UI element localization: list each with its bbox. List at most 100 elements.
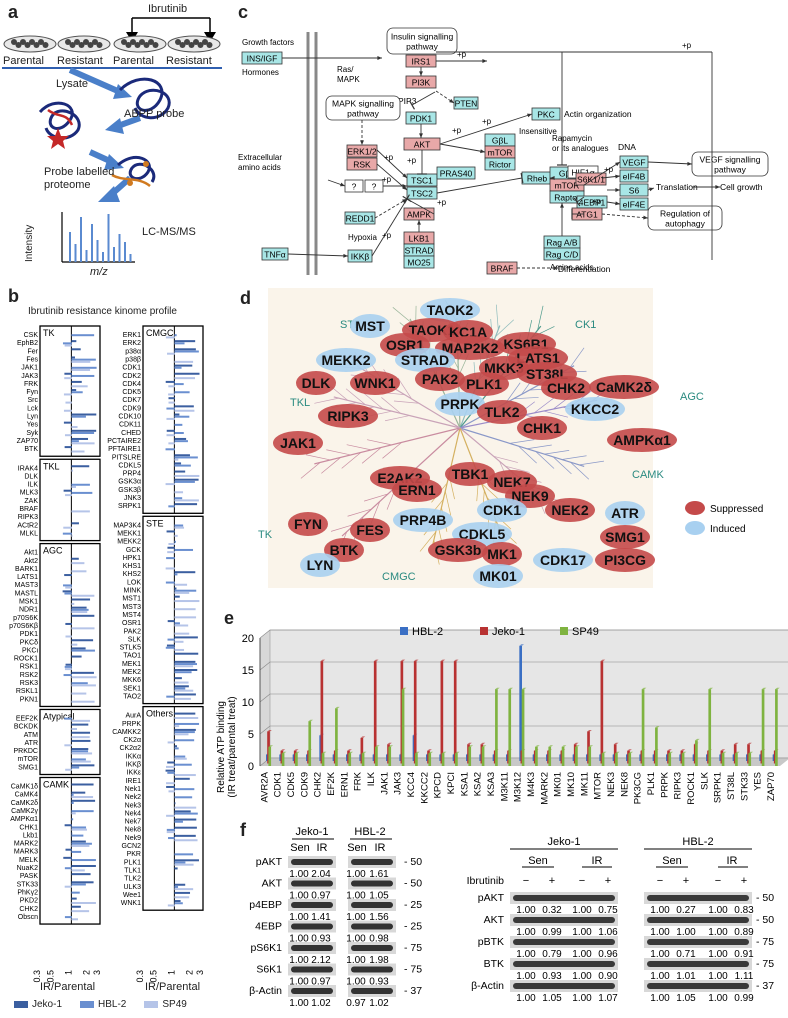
kinase-node xyxy=(605,501,645,525)
kinase-ratio-bar xyxy=(174,583,188,586)
kinase-label: PKD2 xyxy=(20,898,38,905)
kinase-node-label: JAK1 xyxy=(280,435,316,451)
blot-band xyxy=(291,966,333,973)
panel-a-diagram xyxy=(2,17,222,263)
kinome-tree: STECK1TKLAGCCAMKTKCMGCTAOK2MSTTAOK1KC1AK… xyxy=(258,288,763,588)
e-legend-label: SP49 xyxy=(572,626,599,638)
kinase-node-label: PRP4B xyxy=(400,512,447,528)
tree-branch xyxy=(459,427,585,467)
kinase-ratio-bar xyxy=(71,608,89,611)
f-right-quant: 0.71 xyxy=(676,949,696,960)
node-pras40 xyxy=(436,166,476,180)
kinase-label: CaMK2γ xyxy=(11,808,38,815)
kinase-ratio-bar xyxy=(174,491,184,494)
kinase-label: PITSLRE xyxy=(112,454,142,461)
kinase-ratio-bar xyxy=(174,820,183,823)
kinase-ratio-bar xyxy=(71,812,76,815)
node-q1-text: ? xyxy=(352,182,357,192)
kinase-label: AMPKα1 xyxy=(10,816,38,823)
kinase-ratio-bar xyxy=(71,728,78,730)
kinase-ratio-bar xyxy=(62,532,72,535)
dish-label-3: Parental xyxy=(113,55,154,67)
f-right-quant: 0.75 xyxy=(598,905,618,916)
extracellular-aa-label: amino acids xyxy=(238,163,281,172)
kinase-ratio-bar xyxy=(166,814,175,817)
atp-bar xyxy=(441,753,445,766)
legend-jeko: Jeko-1 xyxy=(14,999,62,1010)
b-tick-label: 0.3 xyxy=(32,970,42,983)
kinase-ratio-bar xyxy=(166,782,175,785)
blot-band xyxy=(513,961,615,967)
kinase-label: PKR xyxy=(127,851,141,858)
drug-label: Ibrutinib xyxy=(148,3,188,15)
b-legend: Jeko-1 HBL-2 SP49 xyxy=(14,999,187,1010)
atp-bar xyxy=(373,661,377,764)
f-left-cond: IR xyxy=(317,842,328,854)
kinase-node xyxy=(445,462,495,486)
kinase-ratio-bar xyxy=(63,584,72,587)
d-legend-swatch xyxy=(685,501,705,515)
pathway-text: +p xyxy=(407,156,417,165)
kinase-ratio-bar xyxy=(174,652,199,655)
kinase-node xyxy=(350,371,400,395)
f-sign: + xyxy=(605,875,611,887)
kinase-node-label: NEK9 xyxy=(511,488,549,504)
f-left-quant: 1.00 xyxy=(346,934,366,945)
kinase-ratio-bar xyxy=(174,636,198,639)
e-ytick: 0 xyxy=(248,761,254,773)
legend-sp49: SP49 xyxy=(144,999,187,1010)
kinase-label: Nek9 xyxy=(125,835,141,842)
kinase-ratio-bar xyxy=(167,546,175,549)
kinase-ratio-bar xyxy=(64,668,72,671)
e-category-label: M4K3 xyxy=(526,772,537,797)
kinase-label: ZAP70 xyxy=(17,438,39,445)
f-right-quant: 0.83 xyxy=(734,905,754,916)
e-category-label: KKCC2 xyxy=(419,772,430,804)
kinase-ratio-bar xyxy=(71,639,94,642)
svg-text:pathway: pathway xyxy=(714,165,746,175)
kinase-ratio-bar xyxy=(174,616,197,619)
kinase-ratio-bar xyxy=(174,366,182,369)
kinase-ratio-bar xyxy=(64,446,72,449)
node-redd1-text: REDD1 xyxy=(346,214,375,224)
kinase-ratio-bar xyxy=(71,905,81,908)
f-right-quant: 1.01 xyxy=(676,971,696,982)
kinase-label: ERK2 xyxy=(123,340,141,347)
atp-bar xyxy=(320,661,324,764)
b-tick-label: 2 xyxy=(184,970,194,975)
kinase-node xyxy=(273,431,323,455)
e-category-label: M3K12 xyxy=(513,772,524,802)
kinase-ratio-bar xyxy=(64,434,72,437)
kinase-node-label: MEKK2 xyxy=(321,352,370,368)
kinase-label: WNK1 xyxy=(121,900,141,907)
atp-bar xyxy=(360,737,364,764)
kinase-label: MST1 xyxy=(122,596,141,603)
kinase-label: MEK1 xyxy=(122,661,141,668)
kinase-ratio-bar xyxy=(167,638,175,641)
kinase-group-box xyxy=(39,708,101,776)
kinase-label: PCTAIRE2 xyxy=(107,438,141,445)
kinase-ratio-bar xyxy=(174,689,194,692)
kinase-label: ZAK xyxy=(24,498,38,505)
node-pras40-text: PRAS40 xyxy=(440,169,473,179)
f-right-quant: 1.11 xyxy=(735,971,754,982)
kinase-node-label: MK1 xyxy=(487,546,517,562)
kinase-ratio-bar xyxy=(174,480,195,483)
kinase-label: ILK xyxy=(27,482,38,489)
kinase-label: p70S6Kβ xyxy=(9,623,38,630)
kinase-label: FRK xyxy=(24,381,38,388)
atp-bar xyxy=(588,746,592,766)
kinase-ratio-bar xyxy=(63,409,72,412)
kinase-ratio-bar xyxy=(71,897,77,900)
atp-bar xyxy=(601,753,605,766)
kinase-ratio-bar xyxy=(174,677,182,680)
kinase-ratio-bar xyxy=(71,910,90,913)
f-right-quant: 0.91 xyxy=(734,949,754,960)
kinase-label: SLK xyxy=(128,636,142,643)
kinase-label: ATR xyxy=(25,740,38,747)
kinase-ratio-bar xyxy=(71,810,94,813)
kinase-ratio-bar xyxy=(174,693,196,696)
b-xlabel-right: IR/Parental xyxy=(145,981,201,993)
kinase-ratio-bar xyxy=(174,437,187,440)
kinase-ratio-bar xyxy=(174,861,186,864)
